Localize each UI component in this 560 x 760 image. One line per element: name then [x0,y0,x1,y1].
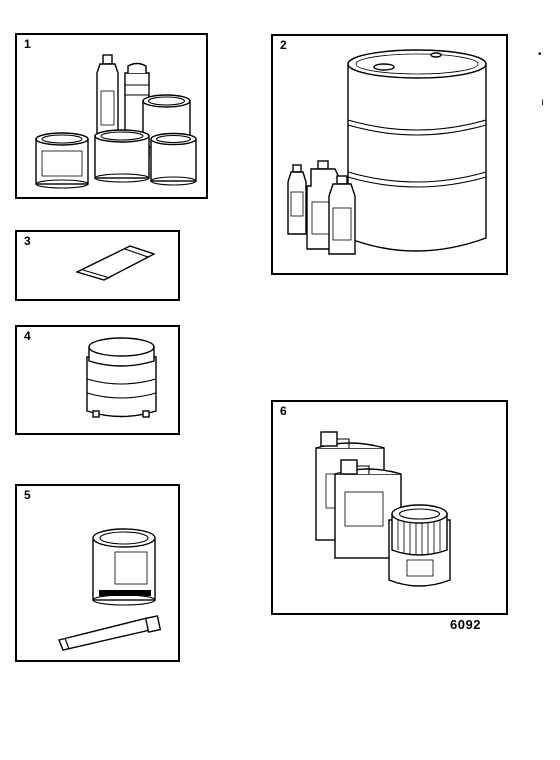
panel-label: 5 [24,488,31,502]
oil-drum-icon [347,49,487,252]
paint-tin-icon [92,528,156,606]
panel-3: 3 [15,230,180,301]
panel-label: 2 [280,38,287,52]
paint-tin-tube-group [58,528,162,651]
scan-mark: • [538,49,542,60]
grease-jar-icon [388,504,451,587]
oil-bottle-icon [287,164,307,235]
panel-label: 6 [280,404,287,418]
figure-reference-number: 6092 [450,617,481,632]
panel-label: 4 [24,329,31,343]
paint-tins-group [35,54,197,189]
paint-tin-icon [35,132,89,189]
grease-jar-group [86,337,157,418]
paint-tin-icon [94,129,150,183]
sachet-group [75,245,156,281]
panel-label: 3 [24,234,31,248]
panel-2: 2 [271,34,508,275]
panel-6: 6 [271,400,508,615]
panel-1: 1 [15,33,208,199]
panel-label: 1 [24,37,31,51]
sachet-icon [75,245,156,281]
scan-mark: ı [541,97,544,108]
tube-icon [58,615,162,651]
paint-tin-icon [150,132,197,186]
oil-drum-group [287,49,487,255]
panel-4: 4 [15,325,180,435]
fluid-cans-group [315,431,451,587]
oil-bottle-icon [328,175,356,255]
panel-5: 5 [15,484,180,662]
grease-jar-icon [86,337,157,418]
